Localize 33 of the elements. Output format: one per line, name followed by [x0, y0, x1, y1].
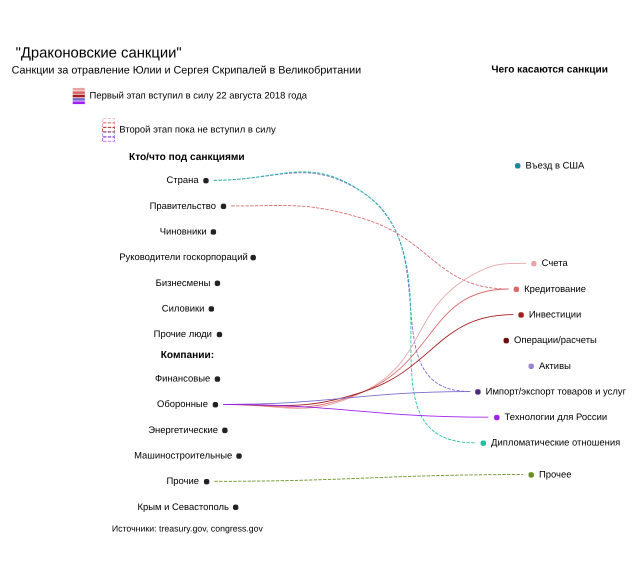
node-label: Правительство	[150, 200, 216, 212]
node-label: Прочее	[538, 468, 572, 480]
legend-label: Первый этап вступил в силу 22 августа 2018 года	[90, 90, 307, 102]
diagram-title: "Драконовские санкции"	[16, 44, 182, 61]
connector	[222, 403, 489, 418]
connector	[214, 474, 524, 482]
node-label: Энергетические	[148, 424, 218, 436]
caption: Источники: treasury.gov, congress.gov	[112, 523, 263, 534]
node-label: Операции/расчеты	[514, 334, 597, 346]
node-label: Финансовые	[155, 373, 210, 384]
node-label: Бизнесмены	[156, 277, 210, 288]
node-label: Чиновники	[160, 226, 207, 237]
node-label: Счета	[542, 258, 568, 269]
node-label: Дипломатические отношения	[491, 437, 620, 448]
label: Чего касаются санкции	[491, 64, 608, 76]
node-label: Страна	[166, 174, 199, 186]
node-label: Прочие люди	[154, 328, 212, 340]
legend-label: Второй этап пока не вступил в силу	[119, 124, 276, 135]
node-label: Въезд в США	[525, 160, 584, 171]
label: Компании:	[160, 350, 214, 361]
label: Санкции за отравление Юлии и Сергея Скрипалей в Великобритании	[12, 64, 362, 76]
node-label: Машиностроительные	[134, 450, 232, 462]
node-label: Прочие	[166, 476, 199, 487]
node-label: Кредитование	[524, 283, 586, 294]
node-label: Активы	[538, 360, 571, 372]
node-label: Руководители госкорпораций	[119, 252, 248, 263]
node-label: Технологии для России	[504, 412, 608, 423]
node-label: Оборонные	[157, 398, 208, 410]
node-label: Крым и Севастополь	[137, 501, 229, 512]
node-label: Силовики	[162, 302, 204, 314]
node-label: Инвестиции	[528, 308, 582, 320]
node-label: Импорт/экспорт товаров и услуг	[486, 386, 626, 397]
label: Кто/что под санкциями	[129, 151, 245, 162]
